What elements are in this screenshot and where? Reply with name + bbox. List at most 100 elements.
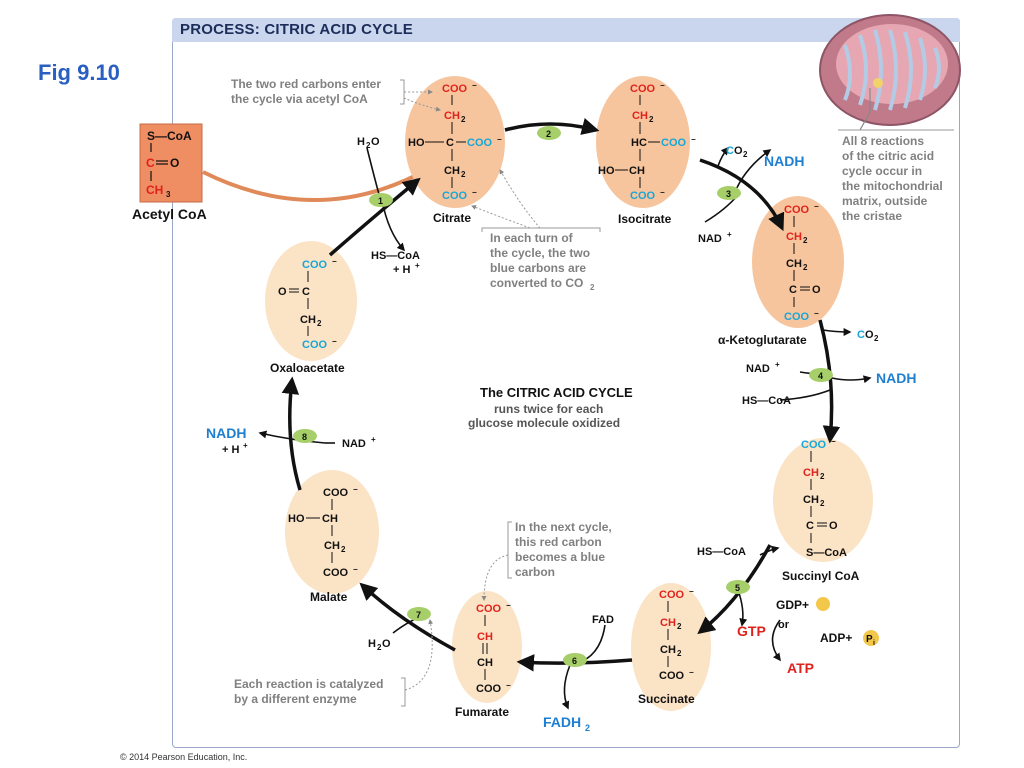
svg-text:2: 2 [590, 283, 595, 292]
svg-text:ADP+: ADP+ [820, 631, 852, 645]
diagram-title: PROCESS: CITRIC ACID CYCLE [180, 21, 413, 38]
step-markers: 1 2 3 4 5 6 7 8 [293, 126, 833, 667]
svg-text:3: 3 [166, 190, 171, 199]
step-2: 2 [537, 126, 561, 140]
step6-participants: FAD FADH 2 [543, 614, 614, 733]
acetyl-s-coa: S—CoA [147, 129, 192, 143]
title-bar [172, 18, 960, 42]
svg-text:C: C [806, 520, 814, 532]
svg-text:the mitochondrial: the mitochondrial [842, 179, 943, 193]
svg-text:C: C [789, 284, 797, 296]
succinate-molecule [631, 583, 711, 711]
svg-text:the cristae: the cristae [842, 209, 902, 223]
svg-text:O: O [371, 136, 380, 148]
svg-text:C: C [857, 329, 865, 341]
svg-text:2: 2 [803, 236, 808, 245]
svg-text:C: C [302, 286, 310, 298]
svg-text:In the next cycle,: In the next cycle, [515, 520, 612, 534]
svg-text:2: 2 [820, 499, 825, 508]
svg-text:HS—CoA: HS—CoA [371, 250, 420, 262]
svg-text:CH: CH [660, 617, 676, 629]
svg-text:−: − [660, 188, 665, 197]
svg-text:6: 6 [572, 656, 577, 666]
svg-text:2: 2 [341, 545, 346, 554]
svg-text:COO: COO [476, 603, 502, 615]
svg-text:GDP+: GDP+ [776, 598, 809, 612]
svg-text:−: − [691, 135, 696, 144]
svg-text:2: 2 [366, 141, 371, 150]
svg-text:COO: COO [302, 339, 328, 351]
svg-text:The CITRIC ACID CYCLE: The CITRIC ACID CYCLE [480, 385, 633, 400]
svg-text:1: 1 [378, 196, 383, 206]
svg-text:NAD: NAD [698, 233, 722, 245]
svg-text:HC: HC [631, 137, 647, 149]
citrate-label: Citrate [433, 211, 471, 225]
acetyl-coa-label: Acetyl CoA [132, 206, 207, 222]
svg-text:5: 5 [735, 583, 740, 593]
phosphate-ball [816, 597, 830, 611]
svg-text:COO: COO [323, 567, 349, 579]
acetyl-ch3: CH [146, 183, 163, 197]
svg-text:COO: COO [476, 683, 502, 695]
svg-text:O: O [812, 284, 821, 296]
svg-text:−: − [497, 135, 502, 144]
svg-text:COO: COO [630, 190, 656, 202]
svg-text:COO: COO [784, 204, 810, 216]
svg-text:+: + [415, 261, 420, 270]
svg-text:2: 2 [377, 643, 382, 652]
svg-text:2: 2 [820, 472, 825, 481]
svg-text:−: − [506, 681, 511, 690]
svg-text:CH: CH [786, 258, 802, 270]
svg-text:CH: CH [786, 231, 802, 243]
svg-text:O: O [734, 145, 743, 157]
svg-text:CH: CH [803, 467, 819, 479]
svg-text:COO: COO [659, 670, 685, 682]
step4-nadh: NADH [876, 370, 916, 386]
svg-text:COO: COO [630, 83, 656, 95]
svg-text:−: − [472, 188, 477, 197]
svg-text:HS—CoA: HS—CoA [742, 395, 791, 407]
atp-product: ATP [787, 660, 814, 676]
step-7: 7 [407, 607, 431, 621]
oxaloacetate-molecule [265, 241, 357, 361]
svg-text:In each turn of: In each turn of [490, 231, 574, 245]
callout-next-cycle: In the next cycle, this red carbon becom… [481, 520, 612, 601]
svg-text:converted to CO: converted to CO [490, 276, 583, 290]
svg-text:C: C [726, 145, 734, 157]
svg-text:becomes a blue: becomes a blue [515, 550, 605, 564]
svg-text:−: − [814, 309, 819, 318]
step-3: 3 [717, 186, 741, 200]
step-8: 8 [293, 429, 317, 443]
svg-text:−: − [472, 81, 477, 90]
svg-text:CH: CH [324, 540, 340, 552]
svg-text:runs twice for each: runs twice for each [494, 402, 603, 416]
svg-text:−: − [506, 601, 511, 610]
step-5: 5 [726, 580, 750, 594]
callout-red-carbons: The two red carbons enter the cycle via … [231, 77, 441, 112]
svg-text:the cycle via acetyl CoA: the cycle via acetyl CoA [231, 92, 368, 106]
svg-text:S—CoA: S—CoA [806, 547, 847, 559]
svg-text:of the citric acid: of the citric acid [842, 149, 934, 163]
svg-text:HO: HO [598, 165, 615, 177]
isocitrate-label: Isocitrate [618, 212, 672, 226]
fadh2-product: FADH [543, 714, 581, 730]
svg-text:COO: COO [442, 190, 468, 202]
svg-text:CH: CH [300, 314, 316, 326]
ketoglutarate-label: α-Ketoglutarate [718, 333, 807, 347]
svg-text:2: 2 [649, 115, 654, 124]
svg-text:CH: CH [803, 494, 819, 506]
svg-text:2: 2 [743, 150, 748, 159]
svg-text:cycle occur in: cycle occur in [842, 164, 922, 178]
svg-text:−: − [332, 257, 337, 266]
svg-text:2: 2 [677, 622, 682, 631]
svg-text:+ H: + H [222, 444, 239, 456]
svg-text:this red carbon: this red carbon [515, 535, 602, 549]
step8-nadh: NADH [206, 425, 246, 441]
svg-text:−: − [689, 668, 694, 677]
svg-text:2: 2 [461, 170, 466, 179]
